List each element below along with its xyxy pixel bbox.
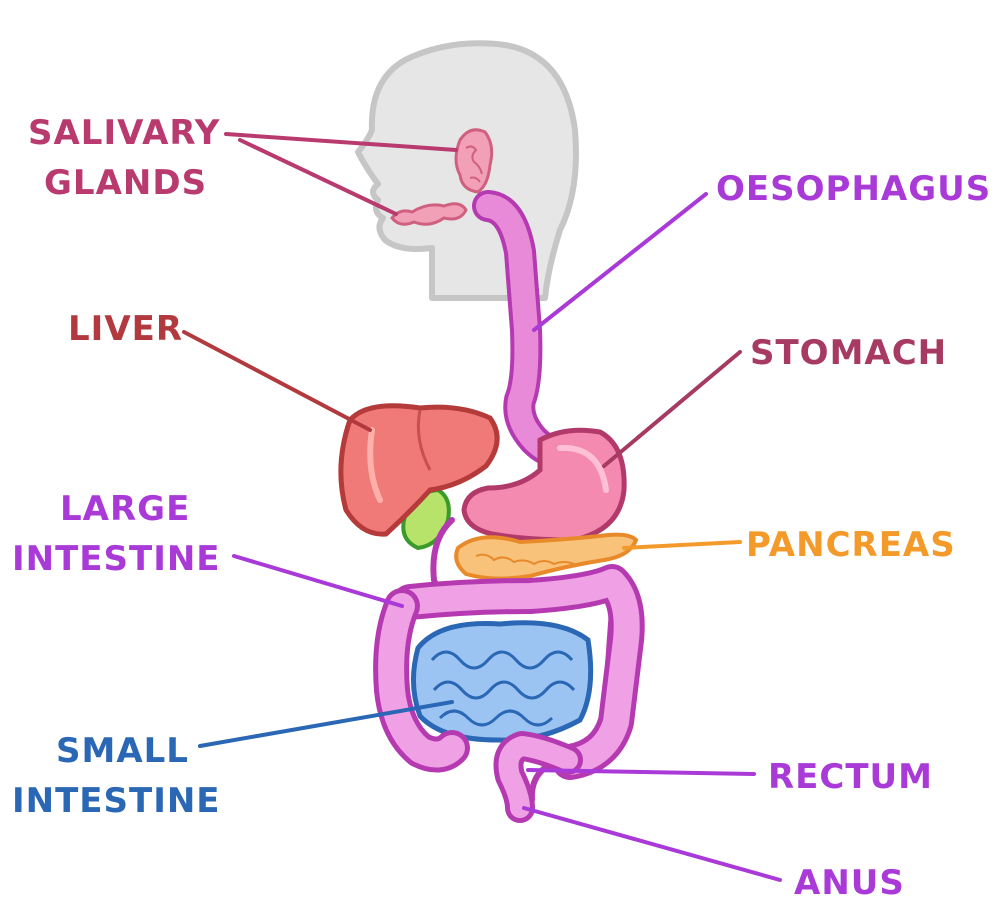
label-salivary-line2: GLANDS [44, 163, 207, 203]
leader-liver [182, 330, 372, 432]
label-pancreas: PANCREAS [746, 525, 956, 565]
label-large-line2: INTESTINE [12, 539, 221, 579]
label-anus: ANUS [794, 863, 905, 903]
leader-small-intestine [198, 700, 454, 748]
label-salivary-line1: SALIVARY [28, 113, 220, 153]
label-rectum: RECTUM [768, 757, 933, 797]
leader-salivary-upper [224, 132, 458, 152]
leader-pancreas [622, 540, 742, 550]
pancreas-organ [454, 532, 639, 581]
salivary-glands [390, 128, 494, 226]
small-intestine-organ [410, 620, 594, 743]
label-small-line2: INTESTINE [12, 781, 221, 821]
rectum-organ [493, 731, 583, 823]
label-oesophagus: OESOPHAGUS [716, 169, 991, 209]
label-large-line1: LARGE [60, 489, 190, 529]
leader-anus [522, 806, 782, 882]
leader-stomach [602, 350, 742, 468]
leader-rectum [526, 768, 756, 776]
label-small-line1: SMALL [56, 731, 189, 771]
label-stomach: STOMACH [750, 333, 947, 373]
leader-oesophagus [532, 192, 708, 332]
label-liver: LIVER [68, 309, 183, 349]
leader-salivary-lower [238, 138, 398, 216]
leader-large-intestine [232, 554, 404, 608]
leader-lines [182, 132, 782, 882]
